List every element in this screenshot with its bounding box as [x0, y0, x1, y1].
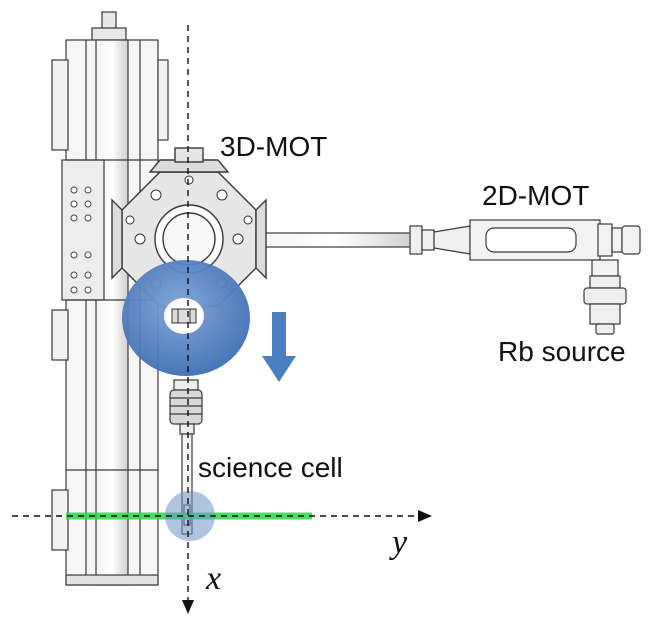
axes: [12, 25, 432, 614]
label-2d-mot: 2D-MOT: [482, 180, 590, 211]
tower-holes: [70, 186, 92, 294]
x-axis-arrowhead: [182, 600, 194, 614]
mot2d-chamber: [469, 219, 641, 277]
transport-arrow: [262, 312, 296, 382]
rb-source-valve: [583, 275, 627, 335]
label-3d-mot: 3D-MOT: [220, 131, 328, 162]
y-axis-arrowhead: [418, 510, 432, 522]
label-science-cell: science cell: [198, 452, 343, 483]
axis-label-y: y: [392, 524, 408, 561]
axis-label-x: x: [206, 560, 222, 597]
transport-coil: [122, 260, 250, 376]
transfer-tube: [254, 225, 471, 255]
label-rb-source: Rb source: [498, 336, 626, 367]
